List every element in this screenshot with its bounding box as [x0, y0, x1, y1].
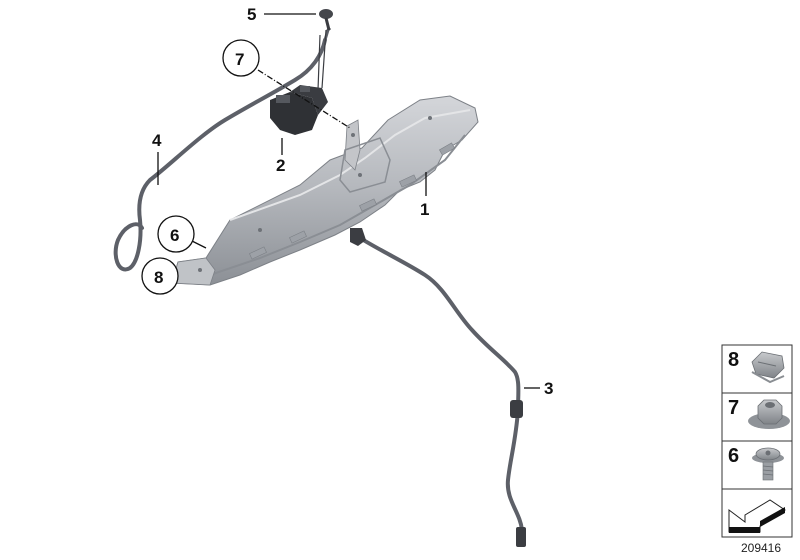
legend-item-6[interactable]: 6: [728, 445, 784, 481]
hex-nut-icon: [748, 399, 790, 429]
connector-cap-part[interactable]: [317, 9, 333, 91]
svg-text:3: 3: [544, 379, 553, 398]
callout-4[interactable]: 4: [152, 131, 162, 150]
legend-item-7[interactable]: 7: [728, 397, 790, 429]
callout-8[interactable]: 8: [141, 257, 179, 295]
svg-text:8: 8: [154, 268, 163, 287]
svg-text:5: 5: [247, 5, 256, 24]
vacuum-pipe-part[interactable]: [350, 228, 526, 547]
clip-nut-icon: [751, 351, 785, 384]
heat-shield-part[interactable]: [171, 95, 479, 286]
legend-item-arrow[interactable]: [728, 499, 786, 533]
callout-5[interactable]: 5: [247, 5, 256, 24]
torx-screw-icon: [752, 447, 784, 481]
callout-7[interactable]: 7: [222, 39, 260, 77]
svg-text:7: 7: [235, 50, 244, 69]
diagram-id-label: 209416: [740, 541, 782, 555]
svg-text:6: 6: [728, 445, 739, 467]
svg-text:6: 6: [170, 226, 179, 245]
pressure-converter-valve-part[interactable]: [270, 85, 328, 135]
callout-1[interactable]: 1: [420, 200, 429, 219]
leader-lines: [157, 13, 540, 389]
svg-text:7: 7: [728, 397, 739, 419]
fastener-legend: 8 7 6: [721, 344, 793, 538]
legend-item-8[interactable]: 8: [728, 349, 785, 384]
callout-6[interactable]: 6: [157, 215, 195, 253]
svg-text:8: 8: [728, 349, 739, 371]
svg-text:1: 1: [420, 200, 429, 219]
callout-2[interactable]: 2: [276, 156, 285, 175]
svg-text:4: 4: [152, 131, 162, 150]
direction-arrow-icon: [728, 499, 786, 533]
callout-3[interactable]: 3: [544, 379, 553, 398]
svg-text:2: 2: [276, 156, 285, 175]
